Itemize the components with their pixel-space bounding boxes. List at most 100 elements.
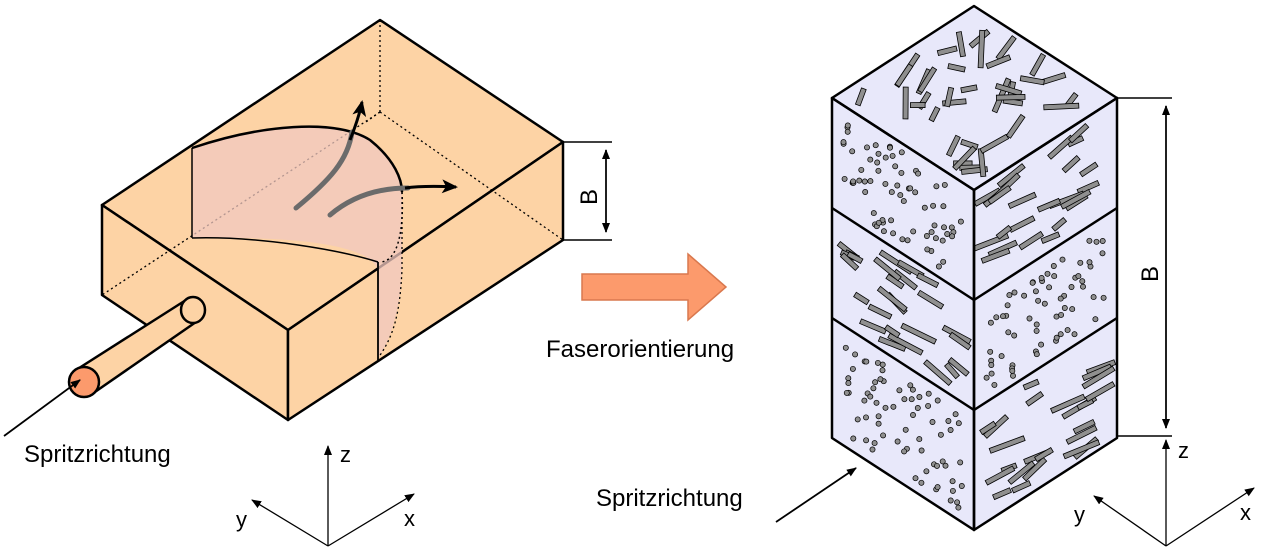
fiber xyxy=(916,272,940,289)
fiber xyxy=(1051,216,1068,232)
axes-right xyxy=(1093,439,1255,547)
dimension-label-right: B xyxy=(1137,266,1164,282)
fiber-cross-section xyxy=(910,228,917,235)
fiber-cross-section xyxy=(864,144,870,151)
fiber xyxy=(916,289,945,310)
fiber xyxy=(1061,155,1081,174)
fiber-cross-section xyxy=(867,156,874,163)
fiber-cross-section xyxy=(1038,275,1045,281)
fiber-cross-section xyxy=(983,374,990,381)
fiber-cross-section xyxy=(916,394,923,400)
fiber xyxy=(1034,447,1054,463)
fiber xyxy=(917,66,938,94)
layered-block-figure: Spritzrichtung B z y x xyxy=(596,4,1255,547)
fiber-cross-section xyxy=(924,246,931,253)
fiber-cross-section xyxy=(1053,334,1060,341)
fiber-cross-section xyxy=(998,353,1005,360)
fiber xyxy=(936,45,958,57)
fiber-cross-section xyxy=(843,389,850,396)
process-label: Faserorientierung xyxy=(546,336,734,363)
fiber xyxy=(909,102,926,109)
fiber xyxy=(859,318,888,335)
fiber xyxy=(947,357,970,377)
axis-z-left: z xyxy=(340,442,351,467)
fiber-cross-section xyxy=(1100,294,1107,301)
fiber-cross-section xyxy=(870,385,877,392)
fiber-cross-section xyxy=(1006,292,1013,299)
fiber-cross-section xyxy=(955,420,962,427)
fiber xyxy=(1025,390,1045,407)
fiber-cross-section xyxy=(861,397,868,404)
fiber-cross-section xyxy=(854,416,861,423)
fiber-cross-section xyxy=(1041,300,1048,307)
fiber-cross-section xyxy=(875,219,882,226)
fiber-cross-section xyxy=(1011,289,1018,296)
fiber-cross-section xyxy=(840,139,847,146)
fiber-cross-section xyxy=(1086,259,1093,266)
fiber-cross-section xyxy=(1038,341,1045,348)
fiber-cross-section xyxy=(1033,327,1040,334)
sprue-cylinder xyxy=(67,295,207,399)
fiber-cross-section xyxy=(880,432,887,439)
fiber-cross-section xyxy=(872,379,879,386)
fiber-cross-section xyxy=(1033,351,1040,358)
fiber-cross-section xyxy=(942,462,949,469)
fiber xyxy=(1079,161,1099,178)
fiber-cross-section xyxy=(882,180,889,187)
fiber xyxy=(928,106,941,123)
injection-label-right: Spritzrichtung xyxy=(596,485,743,512)
fiber-cross-section xyxy=(863,414,869,421)
fiber-cross-section xyxy=(940,258,947,265)
fiber-cross-section xyxy=(1044,270,1051,277)
fiber-cross-section xyxy=(987,319,994,326)
layer-boundary-2 xyxy=(831,316,975,412)
fiber xyxy=(854,87,867,107)
fiber xyxy=(960,84,978,94)
fiber xyxy=(902,86,909,120)
fiber xyxy=(944,86,955,108)
fiber xyxy=(1022,456,1048,482)
fiber-cross-section xyxy=(898,149,905,156)
fiber-cross-section xyxy=(1092,316,1099,323)
fiber-cross-section xyxy=(877,376,884,383)
fiber xyxy=(887,332,924,356)
fiber-cross-section xyxy=(1000,313,1006,320)
fiber-cross-section xyxy=(957,459,964,466)
fiber-cross-section xyxy=(875,420,882,427)
fiber xyxy=(873,256,902,282)
fiber-cross-section xyxy=(939,237,946,244)
fiber-cross-section xyxy=(844,128,851,135)
fiber-cross-section xyxy=(897,192,904,199)
fiber-cross-section xyxy=(932,235,939,242)
fiber-cross-section xyxy=(901,448,908,455)
fiber xyxy=(1059,188,1092,210)
fiber-cross-section xyxy=(916,436,923,443)
fiber-cross-section xyxy=(1033,321,1040,328)
dimension-b-right xyxy=(1117,97,1172,437)
fiber-cross-section xyxy=(1058,311,1065,318)
fiber xyxy=(992,487,1012,501)
fiber-cross-section xyxy=(934,484,941,491)
fiber xyxy=(1010,480,1032,494)
fiber-cross-section xyxy=(918,447,925,454)
fiber-cross-section xyxy=(935,263,942,270)
fiber-cross-section xyxy=(909,386,916,393)
fiber-cross-section xyxy=(941,181,948,188)
fiber-cross-section xyxy=(1079,278,1086,285)
fiber-cross-section xyxy=(1050,263,1057,269)
fiber-cross-section xyxy=(1010,372,1016,379)
fiber xyxy=(955,31,966,58)
fiber-cross-section xyxy=(930,202,937,209)
fiber-cross-section xyxy=(1005,329,1012,336)
fiber-cross-section xyxy=(1009,367,1016,374)
fiber-cross-section xyxy=(867,393,874,400)
fiber xyxy=(948,331,972,351)
axis-x-left: x xyxy=(404,506,415,531)
fiber-cross-section xyxy=(1080,283,1086,290)
fiber-cross-section xyxy=(952,411,959,418)
fiber-cross-section xyxy=(880,228,887,235)
fiber xyxy=(877,335,907,352)
axis-x-right: x xyxy=(1240,500,1251,525)
fiber-cross-section xyxy=(871,440,878,447)
fiber-cross-section xyxy=(872,142,879,149)
